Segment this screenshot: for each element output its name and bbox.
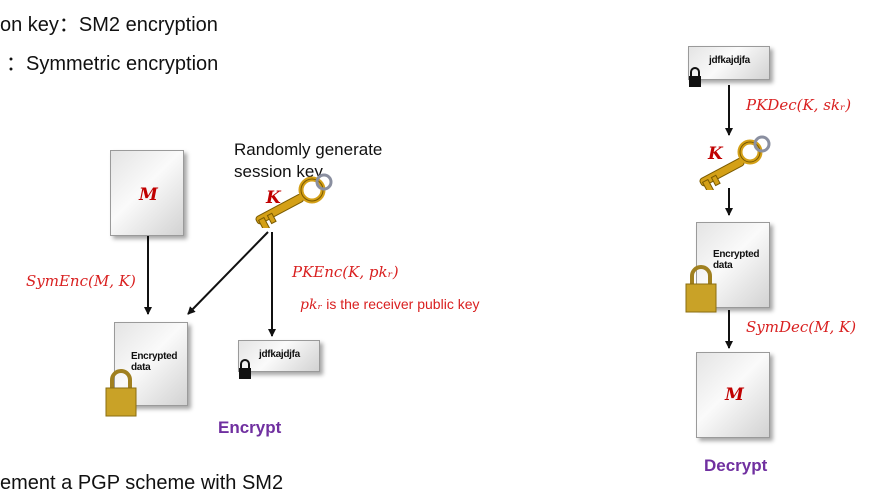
padlock-icon xyxy=(104,366,138,418)
heading-line-1: on key：SM2 encryption xyxy=(0,14,218,36)
message-symbol: M xyxy=(139,185,158,205)
decrypt-cipher-text: jdfkajdjfa xyxy=(709,55,750,66)
pk-dec-label: PKDec(K, skᵣ) xyxy=(746,96,852,114)
bottom-line: ement a PGP scheme with SM2 xyxy=(0,472,284,490)
cipher-card: jdfkajdjfa xyxy=(238,340,320,372)
decrypt-key-icon: K xyxy=(694,134,774,190)
decrypt-key-symbol: K xyxy=(708,144,723,164)
sym-enc-label: SymEnc(M, K) xyxy=(26,272,136,290)
decrypt-padlock-icon xyxy=(684,262,718,314)
key-symbol: K xyxy=(266,188,281,208)
decrypt-message-document: M xyxy=(696,352,770,438)
encrypted-doc-line2: data xyxy=(131,362,151,373)
decrypt-message-symbol: M xyxy=(725,385,744,405)
session-key-caption-2: session key xyxy=(234,162,323,181)
session-key-icon: K xyxy=(248,172,338,228)
decrypt-doc-line1: Encrypted xyxy=(713,249,760,260)
decrypt-label: Decrypt xyxy=(704,456,768,475)
decrypt-doc-line2: data xyxy=(713,260,733,271)
heading-line-2: ：Symmetric encryption xyxy=(6,53,219,75)
encrypted-doc-line1: Encrypted xyxy=(131,351,178,362)
encrypt-label: Encrypt xyxy=(218,418,282,437)
pk-enc-label: PKEnc(K, pkᵣ) xyxy=(292,263,399,281)
message-document: M xyxy=(110,150,184,236)
cipher-text: jdfkajdjfa xyxy=(259,349,300,360)
decrypt-small-lock-icon xyxy=(688,66,702,88)
pk-note: pkᵣ is the receiver public key xyxy=(300,296,480,313)
session-key-caption-1: Randomly generate xyxy=(234,140,383,159)
arrow-key-to-encrypted xyxy=(187,231,269,315)
small-lock-icon xyxy=(238,358,252,380)
sym-dec-label: SymDec(M, K) xyxy=(746,318,857,336)
decrypt-cipher-card: jdfkajdjfa xyxy=(688,46,770,80)
